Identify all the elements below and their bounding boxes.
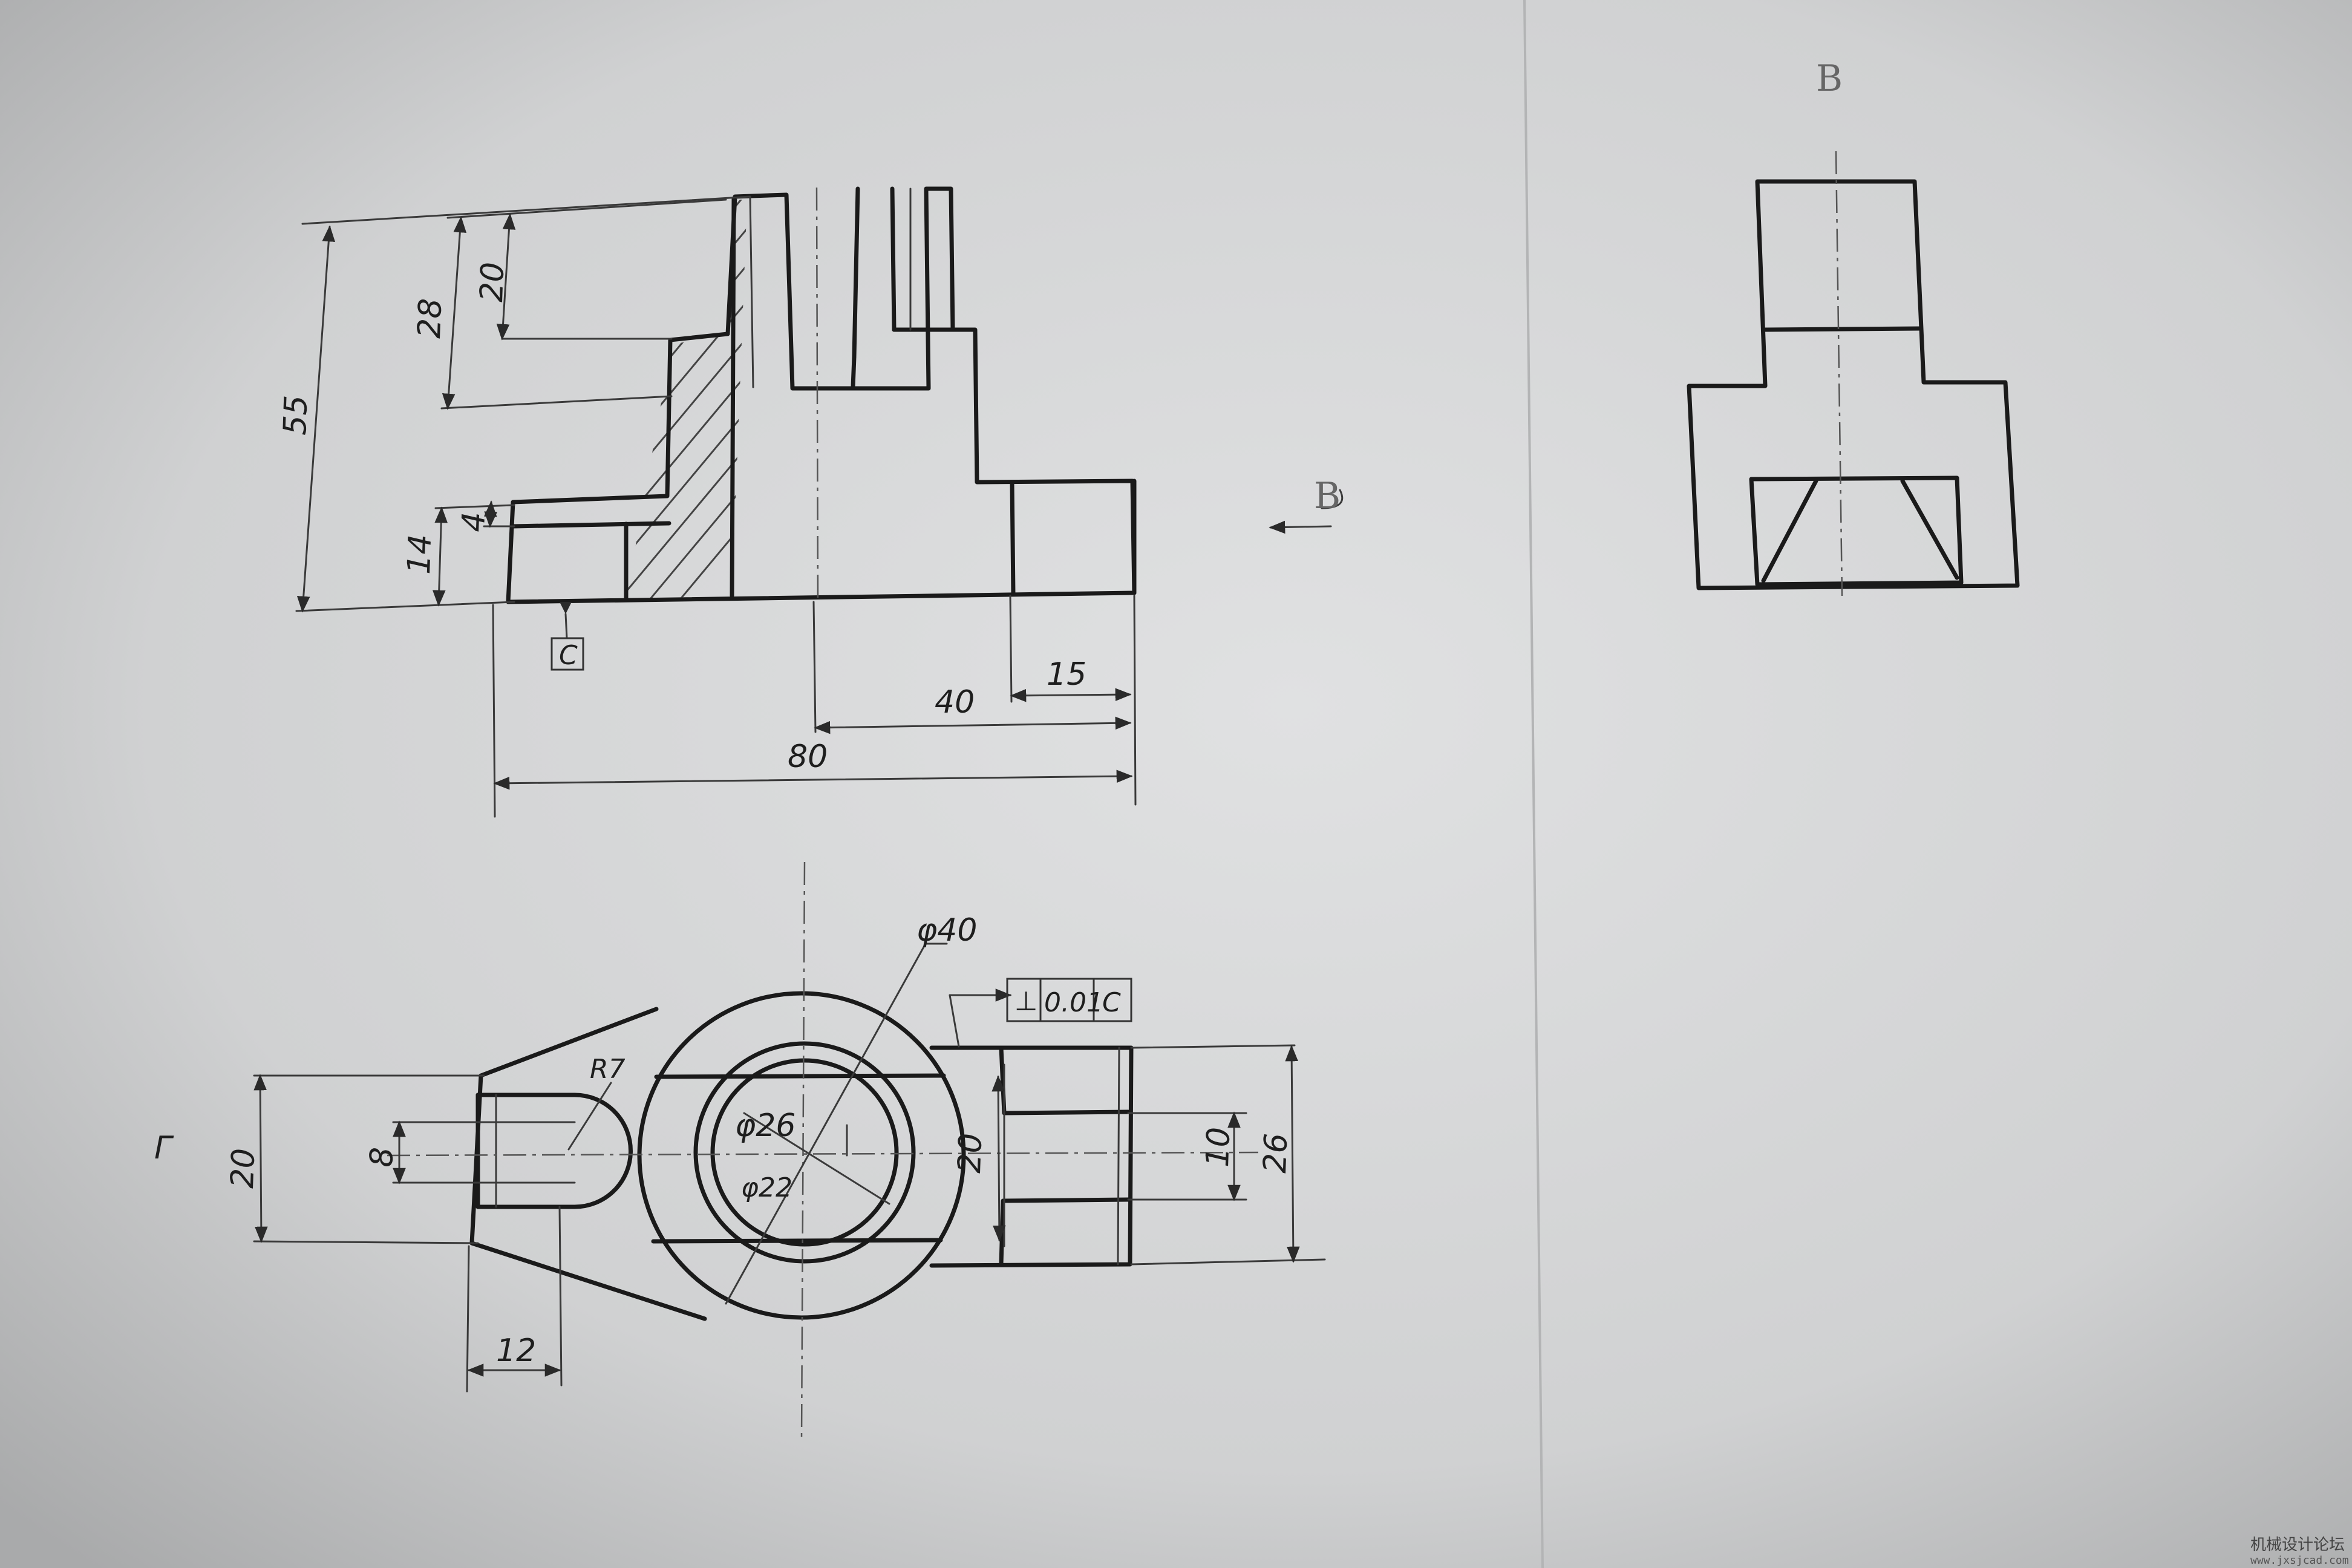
side-view-outline xyxy=(1687,179,2020,590)
dim-arm-length: 12 xyxy=(496,1333,536,1369)
dim-inner-diameter: φ22 xyxy=(741,1172,792,1203)
dim-slot-radius: R7 xyxy=(590,1054,626,1085)
dim-top-height: 20 xyxy=(474,261,511,302)
tolerance-symbol: ⊥ xyxy=(1014,986,1037,1017)
dim-overall-height: 55 xyxy=(277,394,315,436)
side-view-b: B xyxy=(1687,57,2020,596)
tolerance-datum: C xyxy=(1102,987,1121,1018)
datum-c-box xyxy=(550,637,584,671)
paper-fold-line xyxy=(1523,0,1544,1568)
dim-center-offset: 40 xyxy=(935,684,975,720)
dim-upper-height: 28 xyxy=(411,298,449,339)
side-view-label: B xyxy=(1816,57,1843,100)
dim-arm-width: 20 xyxy=(224,1148,262,1189)
tolerance-value: 0.01 xyxy=(1044,987,1103,1018)
dim-outer-diameter: φ40 xyxy=(916,912,977,949)
dim-overall-length: 80 xyxy=(788,739,828,775)
tolerance-frame: ⊥ 0.01 C xyxy=(1006,978,1132,1022)
dim-slot-gap: 10 xyxy=(1200,1126,1237,1168)
dim-lug-length: 15 xyxy=(1047,656,1086,693)
dim-lug-width: 26 xyxy=(1257,1132,1295,1174)
lug-outline xyxy=(929,1045,1134,1268)
bore-circle-22 xyxy=(710,1058,899,1247)
bore-circle-26 xyxy=(693,1041,916,1264)
datum-c-label: C xyxy=(559,640,578,671)
watermark-title: 机械设计论坛 xyxy=(2250,1536,2345,1554)
slot-outline xyxy=(475,1093,633,1209)
front-view-outline xyxy=(506,186,1137,604)
top-view: φ40 φ26 φ22 R7 ⊥ 0.01 C 20 8 12 20 xyxy=(154,861,1326,1440)
dim-slot-width: 8 xyxy=(364,1146,400,1168)
view-arrow-b-label: B xyxy=(1314,475,1341,517)
watermark: 机械设计论坛 www.jxsjcad.com xyxy=(2250,1536,2349,1567)
dim-boss-width: 20 xyxy=(952,1132,989,1174)
watermark-url: www.jxsjcad.com xyxy=(2250,1554,2349,1567)
section-mark: Γ xyxy=(154,1130,174,1166)
dim-flange-step: 4 xyxy=(456,511,492,532)
dim-bore-diameter: φ26 xyxy=(735,1108,795,1144)
datum-triangle xyxy=(560,602,572,614)
dim-base-height: 14 xyxy=(401,534,439,575)
front-view: C 55 28 20 4 14 80 40 15 B xyxy=(277,186,1344,818)
